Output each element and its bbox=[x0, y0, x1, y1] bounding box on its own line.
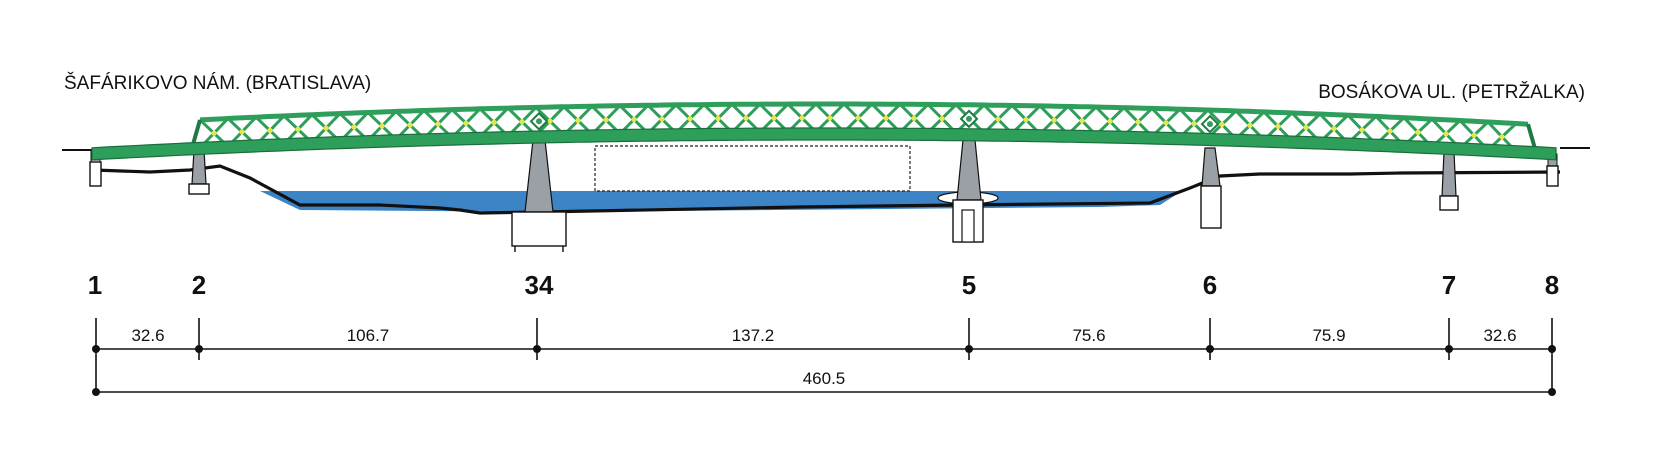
truss-node bbox=[239, 129, 245, 135]
truss-node bbox=[435, 121, 441, 127]
truss-node bbox=[1247, 122, 1253, 128]
bridge-truss bbox=[91, 101, 1557, 161]
truss-node bbox=[379, 123, 385, 129]
total-length: 460.5 bbox=[803, 369, 846, 388]
truss-medallion bbox=[529, 111, 549, 131]
truss-top-chord bbox=[199, 101, 1529, 127]
span-length: 32.6 bbox=[1483, 326, 1516, 345]
truss-node bbox=[1079, 118, 1085, 124]
truss-node bbox=[323, 125, 329, 131]
truss-node bbox=[827, 115, 833, 121]
truss-node bbox=[939, 116, 945, 122]
truss-node bbox=[463, 120, 469, 126]
truss-node bbox=[1275, 123, 1281, 129]
support-number: 8 bbox=[1545, 270, 1559, 300]
truss-node bbox=[1135, 119, 1141, 125]
truss-medallion bbox=[959, 109, 979, 129]
truss-node bbox=[743, 115, 749, 121]
truss-node bbox=[855, 115, 861, 121]
span-length: 75.6 bbox=[1072, 326, 1105, 345]
truss-node bbox=[267, 127, 273, 134]
truss-node bbox=[1023, 117, 1029, 123]
support-34-pier bbox=[511, 139, 567, 252]
truss-nodes bbox=[211, 115, 1505, 140]
truss-node bbox=[1359, 127, 1365, 133]
truss-node bbox=[407, 122, 413, 128]
truss-node bbox=[659, 116, 665, 122]
truss-node bbox=[1387, 128, 1393, 134]
truss-medallions bbox=[529, 109, 1220, 134]
truss-node bbox=[295, 126, 301, 132]
truss-node bbox=[351, 124, 357, 130]
support-7-pier bbox=[1439, 151, 1459, 211]
truss-node bbox=[1163, 120, 1169, 126]
truss-node bbox=[575, 117, 581, 124]
support-5-pier bbox=[937, 139, 999, 243]
truss-node bbox=[547, 118, 553, 124]
bridge-deck bbox=[91, 127, 1557, 161]
truss-node bbox=[1471, 132, 1477, 138]
truss-node bbox=[883, 115, 889, 121]
truss-node bbox=[995, 116, 1001, 122]
span-length: 137.2 bbox=[732, 326, 775, 345]
truss-node bbox=[1051, 117, 1057, 123]
support-2-pier bbox=[188, 149, 210, 195]
truss-node bbox=[519, 119, 525, 125]
truss-node bbox=[1415, 129, 1421, 135]
right-bank-label: BOSÁKOVA UL. (PETRŽALKA) bbox=[1318, 81, 1585, 103]
ground-profile bbox=[93, 164, 1561, 215]
truss-node bbox=[1303, 124, 1309, 131]
truss-node bbox=[1499, 134, 1505, 140]
support-number: 6 bbox=[1203, 270, 1217, 300]
support-number: 5 bbox=[962, 270, 976, 300]
truss-node bbox=[911, 115, 917, 121]
span-length: 75.9 bbox=[1312, 326, 1345, 345]
support-number: 2 bbox=[192, 270, 206, 300]
span-dimension-chain: 32.6 106.7 137.2 75.6 75.9 32.6 bbox=[92, 318, 1556, 392]
support-number: 7 bbox=[1442, 270, 1456, 300]
truss-node bbox=[1219, 121, 1225, 128]
span-length: 32.6 bbox=[131, 326, 164, 345]
total-length-dimension: 460.5 bbox=[92, 369, 1556, 396]
span-length: 106.7 bbox=[347, 326, 390, 345]
truss-node bbox=[211, 130, 217, 136]
truss-node bbox=[799, 115, 805, 121]
navigation-clearance-outline bbox=[594, 145, 911, 192]
truss-node bbox=[715, 115, 721, 122]
truss-node bbox=[491, 119, 497, 125]
truss-node bbox=[1191, 121, 1197, 127]
truss-node bbox=[771, 115, 777, 121]
truss-medallion bbox=[1200, 114, 1220, 134]
truss-node bbox=[687, 116, 693, 122]
truss-node bbox=[1443, 131, 1449, 137]
left-bank-label: ŠAFÁRIKOVO NÁM. (BRATISLAVA) bbox=[64, 72, 371, 94]
support-number: 1 bbox=[88, 270, 102, 300]
support-6-pier bbox=[1200, 147, 1222, 229]
truss-node bbox=[631, 116, 637, 123]
truss-node bbox=[1331, 126, 1337, 132]
support-number: 34 bbox=[525, 270, 554, 300]
truss-node bbox=[603, 117, 609, 123]
truss-node bbox=[1107, 118, 1113, 124]
